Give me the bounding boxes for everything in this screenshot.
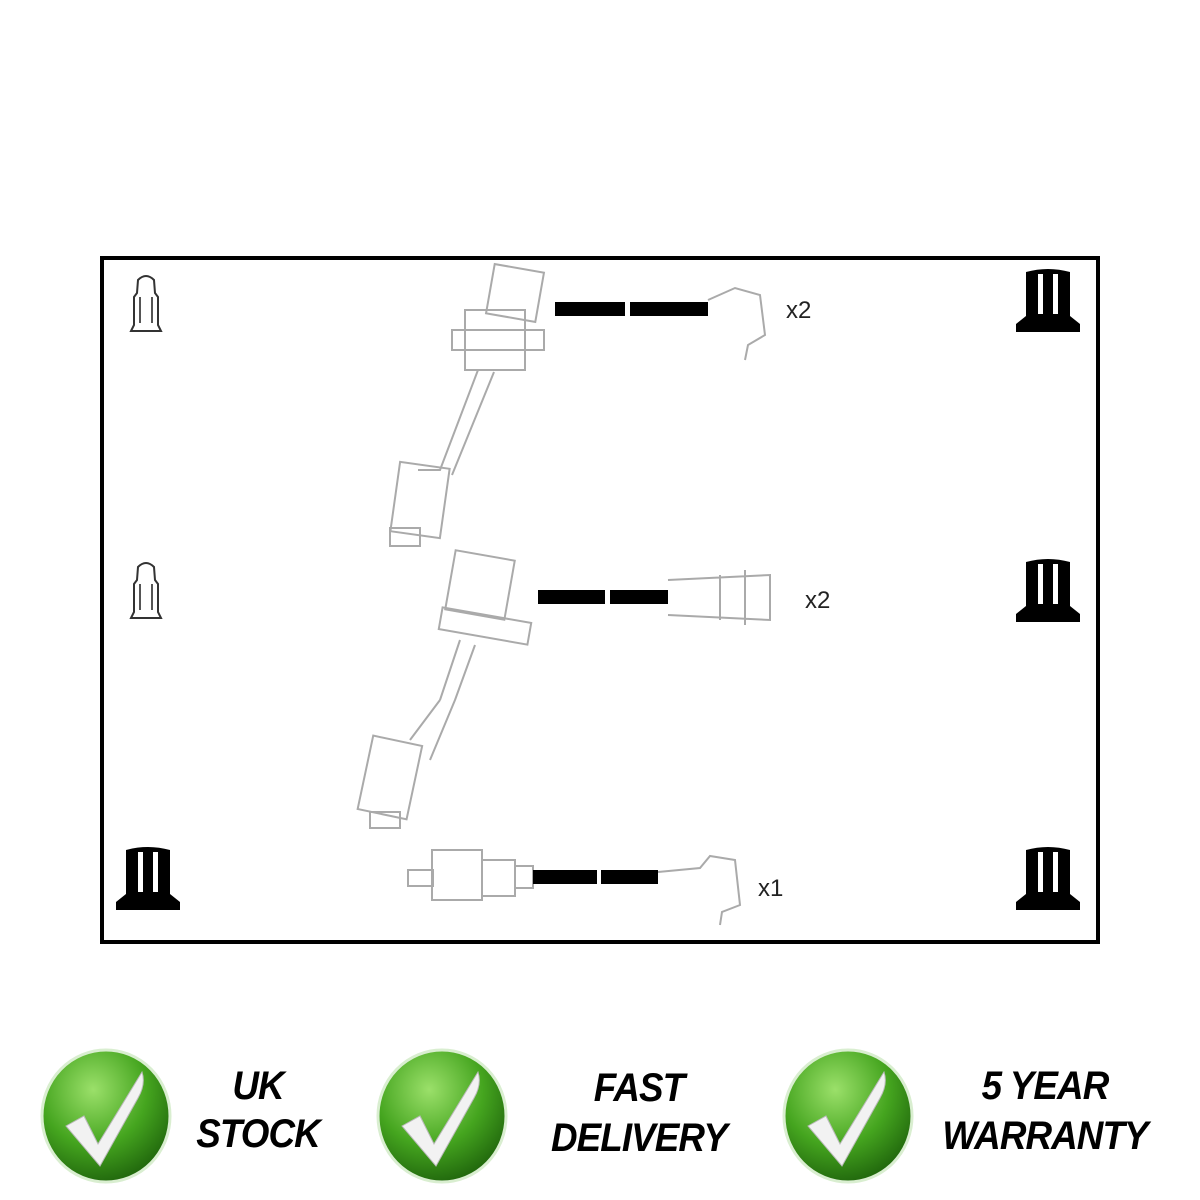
- ignition-lead-diagram: x2 x2 x1: [100, 256, 1100, 944]
- lead-3: [407, 849, 742, 926]
- cable-segment: [555, 302, 625, 316]
- cable-segment: [533, 870, 597, 884]
- badge-fast-delivery: FAST DELIVERY: [374, 1048, 764, 1188]
- lead-1: [389, 262, 767, 547]
- badge-5-year-warranty: 5 YEAR WARRANTY: [780, 1048, 1180, 1188]
- badge-line1: FAST: [593, 1066, 685, 1110]
- badge-line1: UK: [232, 1064, 284, 1108]
- badge-uk-stock: UK STOCK: [38, 1048, 348, 1188]
- badge-line1: 5 YEAR: [981, 1064, 1110, 1108]
- cable-segment: [538, 590, 605, 604]
- badge-line2: WARRANTY: [942, 1114, 1148, 1158]
- quantity-label: x2: [786, 297, 811, 324]
- cable-segment: [630, 302, 708, 316]
- check-icon: [374, 1048, 510, 1184]
- cable-segment: [610, 590, 668, 604]
- cable-segment: [601, 870, 658, 884]
- badge-line2: STOCK: [196, 1112, 320, 1156]
- quantity-label: x2: [805, 587, 830, 614]
- lead-2: [356, 549, 771, 829]
- check-icon: [780, 1048, 916, 1184]
- quantity-label: x1: [758, 875, 783, 902]
- badge-line2: DELIVERY: [550, 1116, 728, 1160]
- check-icon: [38, 1048, 174, 1184]
